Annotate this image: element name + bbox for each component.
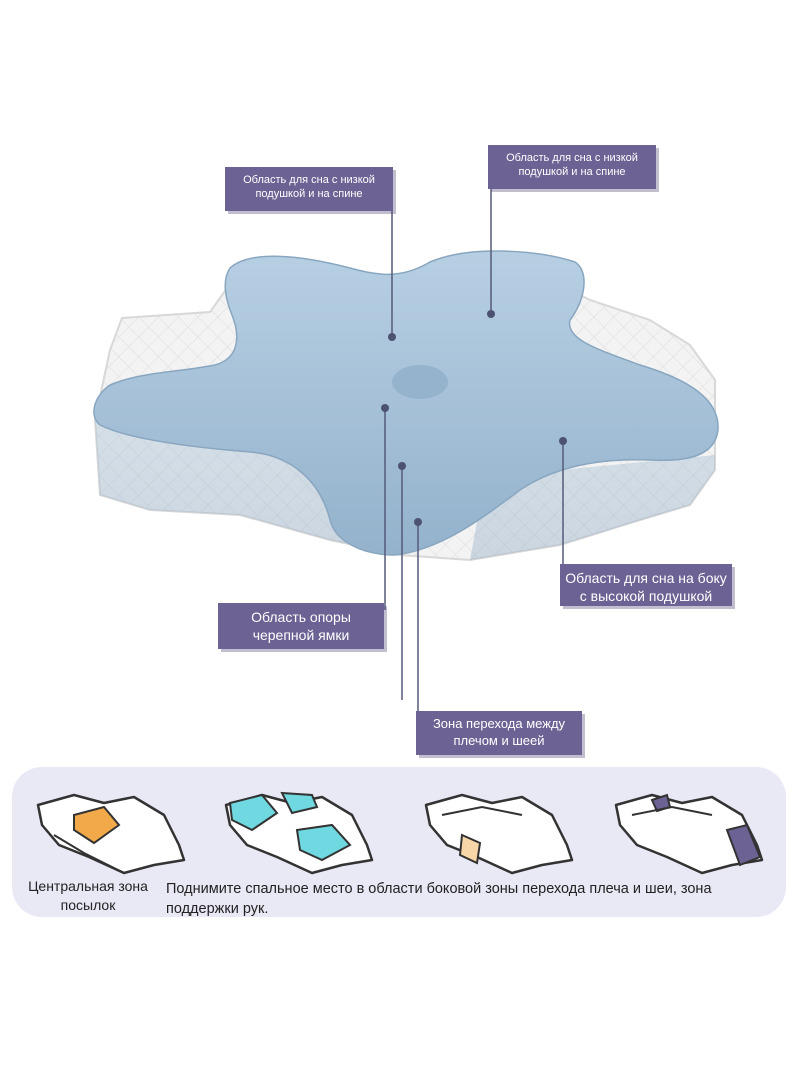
caption-description: Поднимите спальное место в области боков…	[166, 881, 712, 917]
callout-low-back-left: Область для сна с низкой подушкой и на с…	[225, 167, 393, 211]
callout-line: плечом и шеей	[453, 732, 545, 748]
callout-shoulder-neck: Зона перехода между плечом и шеей	[416, 711, 582, 755]
callout-line: Область опоры	[251, 609, 351, 625]
zones-panel	[12, 767, 786, 917]
callout-line: Область для сна на боку	[565, 570, 727, 586]
zone-icons	[36, 791, 764, 875]
zone-icon-center	[36, 793, 186, 875]
pillow-top-surface	[93, 250, 719, 556]
callout-line: подушкой и на спине	[255, 188, 363, 201]
callout-dots	[381, 310, 567, 526]
callout-skull-support: Область опоры черепной ямки	[218, 603, 384, 649]
callout-line: Область для сна с низкой	[506, 152, 638, 164]
callout-side-sleep: Область для сна на боку с высокой подушк…	[560, 564, 732, 606]
pillow-side-band	[95, 420, 715, 560]
callout-line: с высокой подушкой	[579, 588, 713, 605]
callout-line: черепной ямки	[252, 627, 350, 644]
callout-line: Область для сна с низкой	[243, 174, 375, 186]
leader-lines	[384, 178, 564, 715]
pillow-illustration	[93, 178, 719, 715]
caption-center-zone: Центральная зона посылок	[28, 878, 148, 913]
callout-low-back-right: Область для сна с низкой подушкой и на с…	[488, 145, 656, 189]
callout-line: подушкой и на спине	[518, 166, 626, 179]
zone-icon-transition	[424, 793, 574, 875]
zone-icon-support	[614, 793, 764, 875]
callout-line: Зона перехода между	[432, 716, 566, 731]
pillow-center-dimple	[392, 365, 448, 399]
zone-icon-sides	[224, 791, 374, 875]
